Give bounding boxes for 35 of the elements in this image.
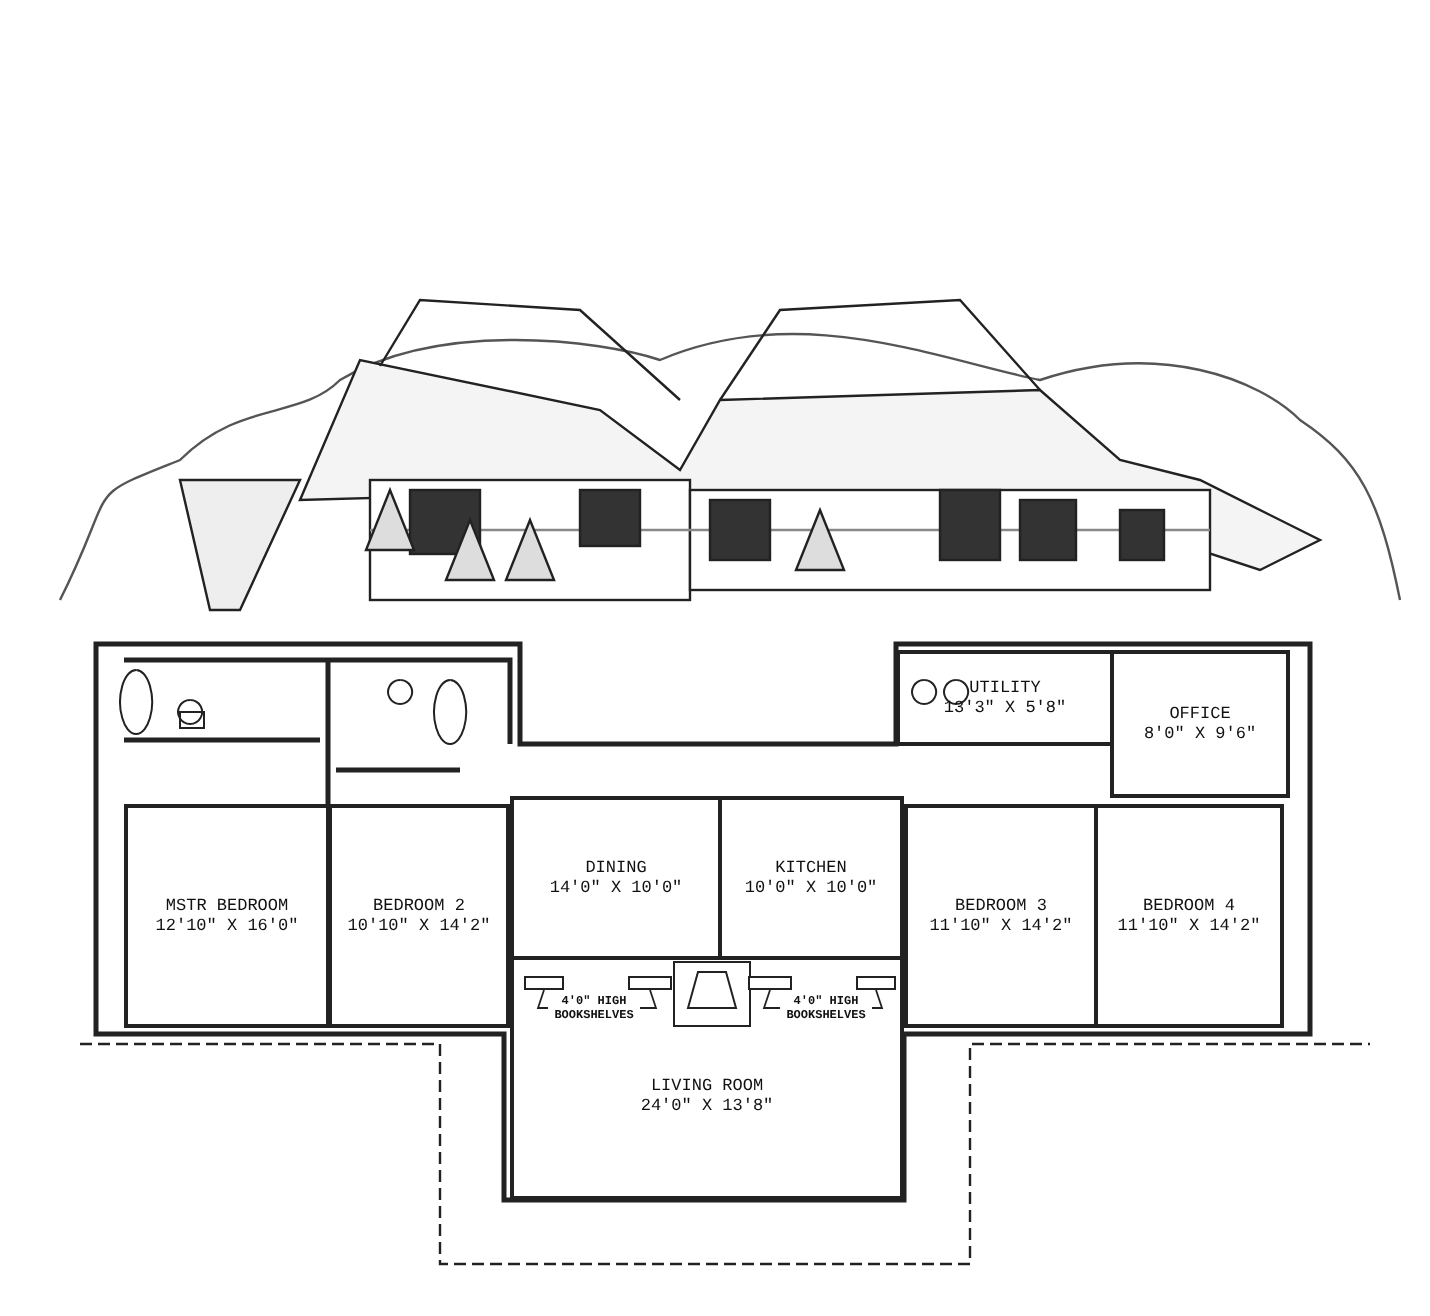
room-dimensions: 14'0" X 10'0" [549,878,683,898]
room-dimensions: 10'10" X 14'2" [347,916,491,936]
room-dimensions: 11'10" X 14'2" [1117,916,1261,936]
room-name: LIVING ROOM [650,1076,764,1096]
room-name: DINING [585,858,647,878]
room [328,804,510,1028]
bookshelf [524,976,564,990]
room-dimensions: 24'0" X 13'8" [640,1096,774,1116]
room [510,796,722,960]
leader-line [762,989,781,1009]
room-dimensions: 8'0" X 9'6" [1143,724,1257,744]
room [510,956,904,1200]
room [896,650,1114,746]
leader-line [536,989,549,1009]
room [1110,650,1290,798]
leader-line [639,989,658,1009]
room-dimensions: 12'10" X 16'0" [155,916,299,936]
room-name: BEDROOM 4 [1143,896,1235,916]
room-name: BEDROOM 3 [955,896,1047,916]
room-name: UTILITY [969,678,1041,698]
room-dimensions: 11'10" X 14'2" [929,916,1073,936]
leader-line [871,989,884,1009]
bookshelf [628,976,672,990]
room-name: KITCHEN [775,858,847,878]
room [904,804,1098,1028]
room-name: BEDROOM 2 [373,896,465,916]
room [124,804,330,1028]
bookshelf [748,976,792,990]
room [1094,804,1284,1028]
room-name: MSTR BEDROOM [165,896,289,916]
room [718,796,904,960]
room-name: OFFICE [1169,704,1231,724]
room-dimensions: 10'0" X 10'0" [744,878,878,898]
bookshelf [856,976,896,990]
room-dimensions: 13'3" X 5'8" [943,698,1067,718]
